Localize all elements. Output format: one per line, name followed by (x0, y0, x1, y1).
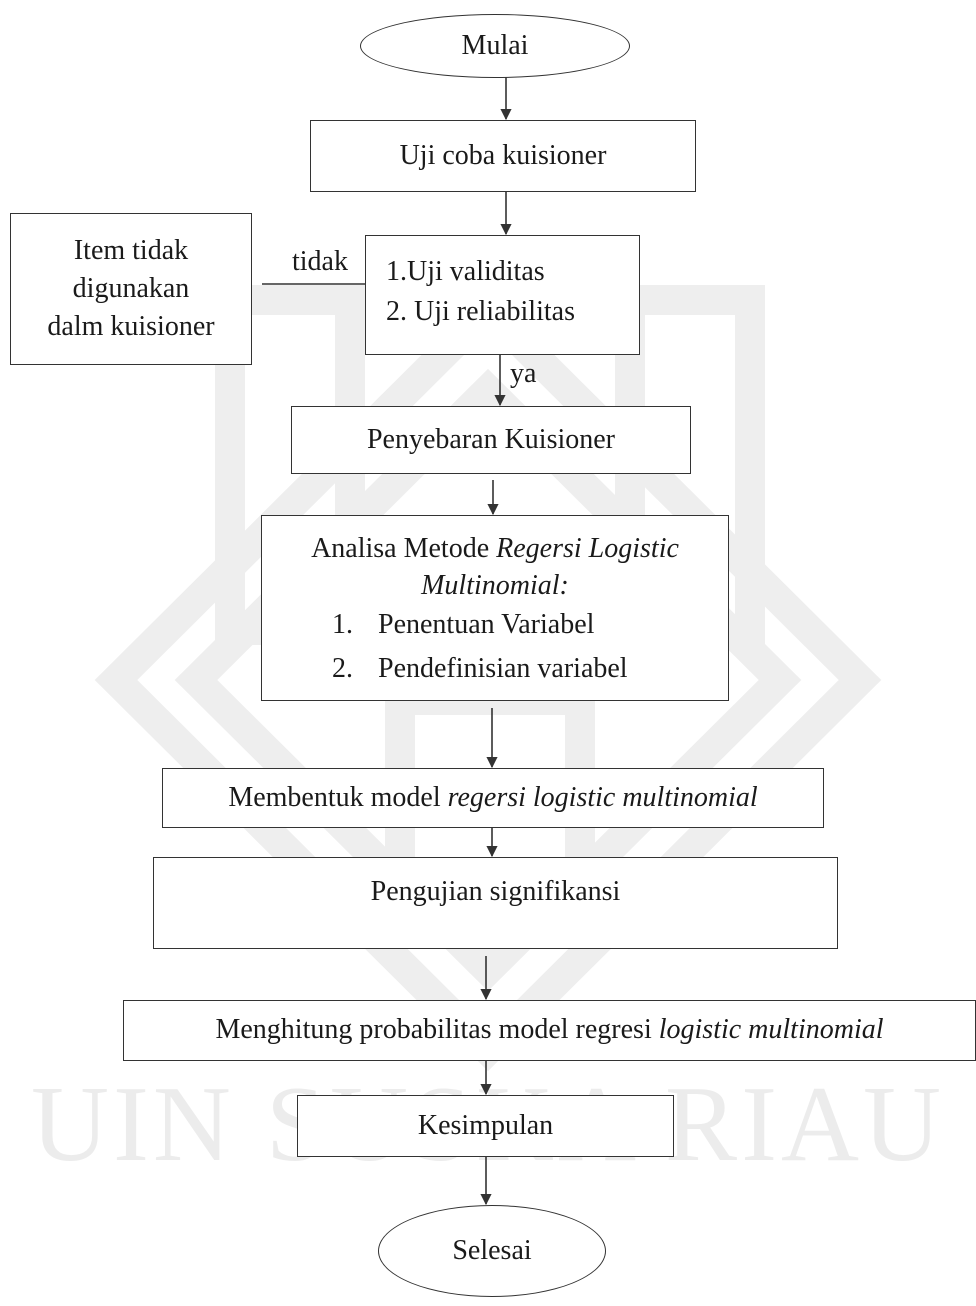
distribution-label: Penyebaran Kuisioner (366, 423, 616, 455)
probability-label-italic: logistic multinomial (658, 1014, 884, 1046)
start-label: Mulai (461, 30, 529, 61)
analysis-step-1-text: Penentuan Variabel (378, 609, 595, 641)
conclusion-label: Kesimpulan (417, 1109, 554, 1141)
test-questionnaire-box: Uji coba kuisioner (310, 120, 696, 192)
analysis-box: Analisa Metode Regersi Logistic Multinom… (261, 515, 729, 701)
rejected-item-box: Item tidak digunakan dalm kuisioner (10, 213, 252, 365)
distribution-box: Penyebaran Kuisioner (291, 406, 691, 474)
end-label: Selesai (452, 1235, 532, 1266)
model-label: Membentuk model regersi logistic multino… (228, 780, 757, 816)
conclusion-box: Kesimpulan (297, 1095, 674, 1157)
analysis-method-line1: Regersi Logistic (496, 533, 679, 564)
significance-label: Pengujian signifikansi (370, 876, 621, 907)
model-box: Membentuk model regersi logistic multino… (162, 768, 824, 828)
yes-branch-label: ya (510, 358, 537, 389)
analysis-prefix: Analisa Metode (311, 533, 497, 564)
significance-box: Pengujian signifikansi (153, 857, 838, 949)
start-terminal: Mulai (360, 14, 630, 78)
probability-label-plain: Menghitung probabilitas model regresi (215, 1014, 659, 1046)
analysis-step-2: 2. Pendefinisian variabel (262, 650, 728, 687)
test-questionnaire-label: Uji coba kuisioner (399, 139, 607, 171)
analysis-step-1: 1. Penentuan Variabel (262, 606, 728, 643)
reliability-step: 2. Uji reliabilitas (386, 296, 575, 328)
end-terminal: Selesai (378, 1205, 606, 1297)
no-branch-label: tidak (292, 246, 348, 277)
analysis-step-1-num: 1. (332, 609, 353, 641)
analysis-step-2-text: Pendefinisian variabel (378, 652, 628, 684)
analysis-title-line1: Analisa Metode Regersi Logistic (262, 530, 728, 567)
probability-box: Menghitung probabilitas model regresi lo… (123, 1000, 976, 1061)
rejected-item-line3: dalm kuisioner (47, 310, 215, 342)
rejected-item-line1: Item tidak (73, 235, 189, 267)
validity-step: 1.Uji validitas (386, 256, 545, 287)
analysis-method-line2: Multinomial: (421, 570, 569, 602)
probability-label: Menghitung probabilitas model regresi lo… (215, 1012, 883, 1048)
model-label-italic: regersi logistic multinomial (447, 781, 758, 813)
rejected-item-line2: digunakan (72, 273, 190, 305)
model-label-plain: Membentuk model (228, 781, 448, 813)
analysis-step-2-num: 2. (332, 652, 353, 684)
validity-reliability-box: 1.Uji validitas 2. Uji reliabilitas (365, 235, 640, 355)
